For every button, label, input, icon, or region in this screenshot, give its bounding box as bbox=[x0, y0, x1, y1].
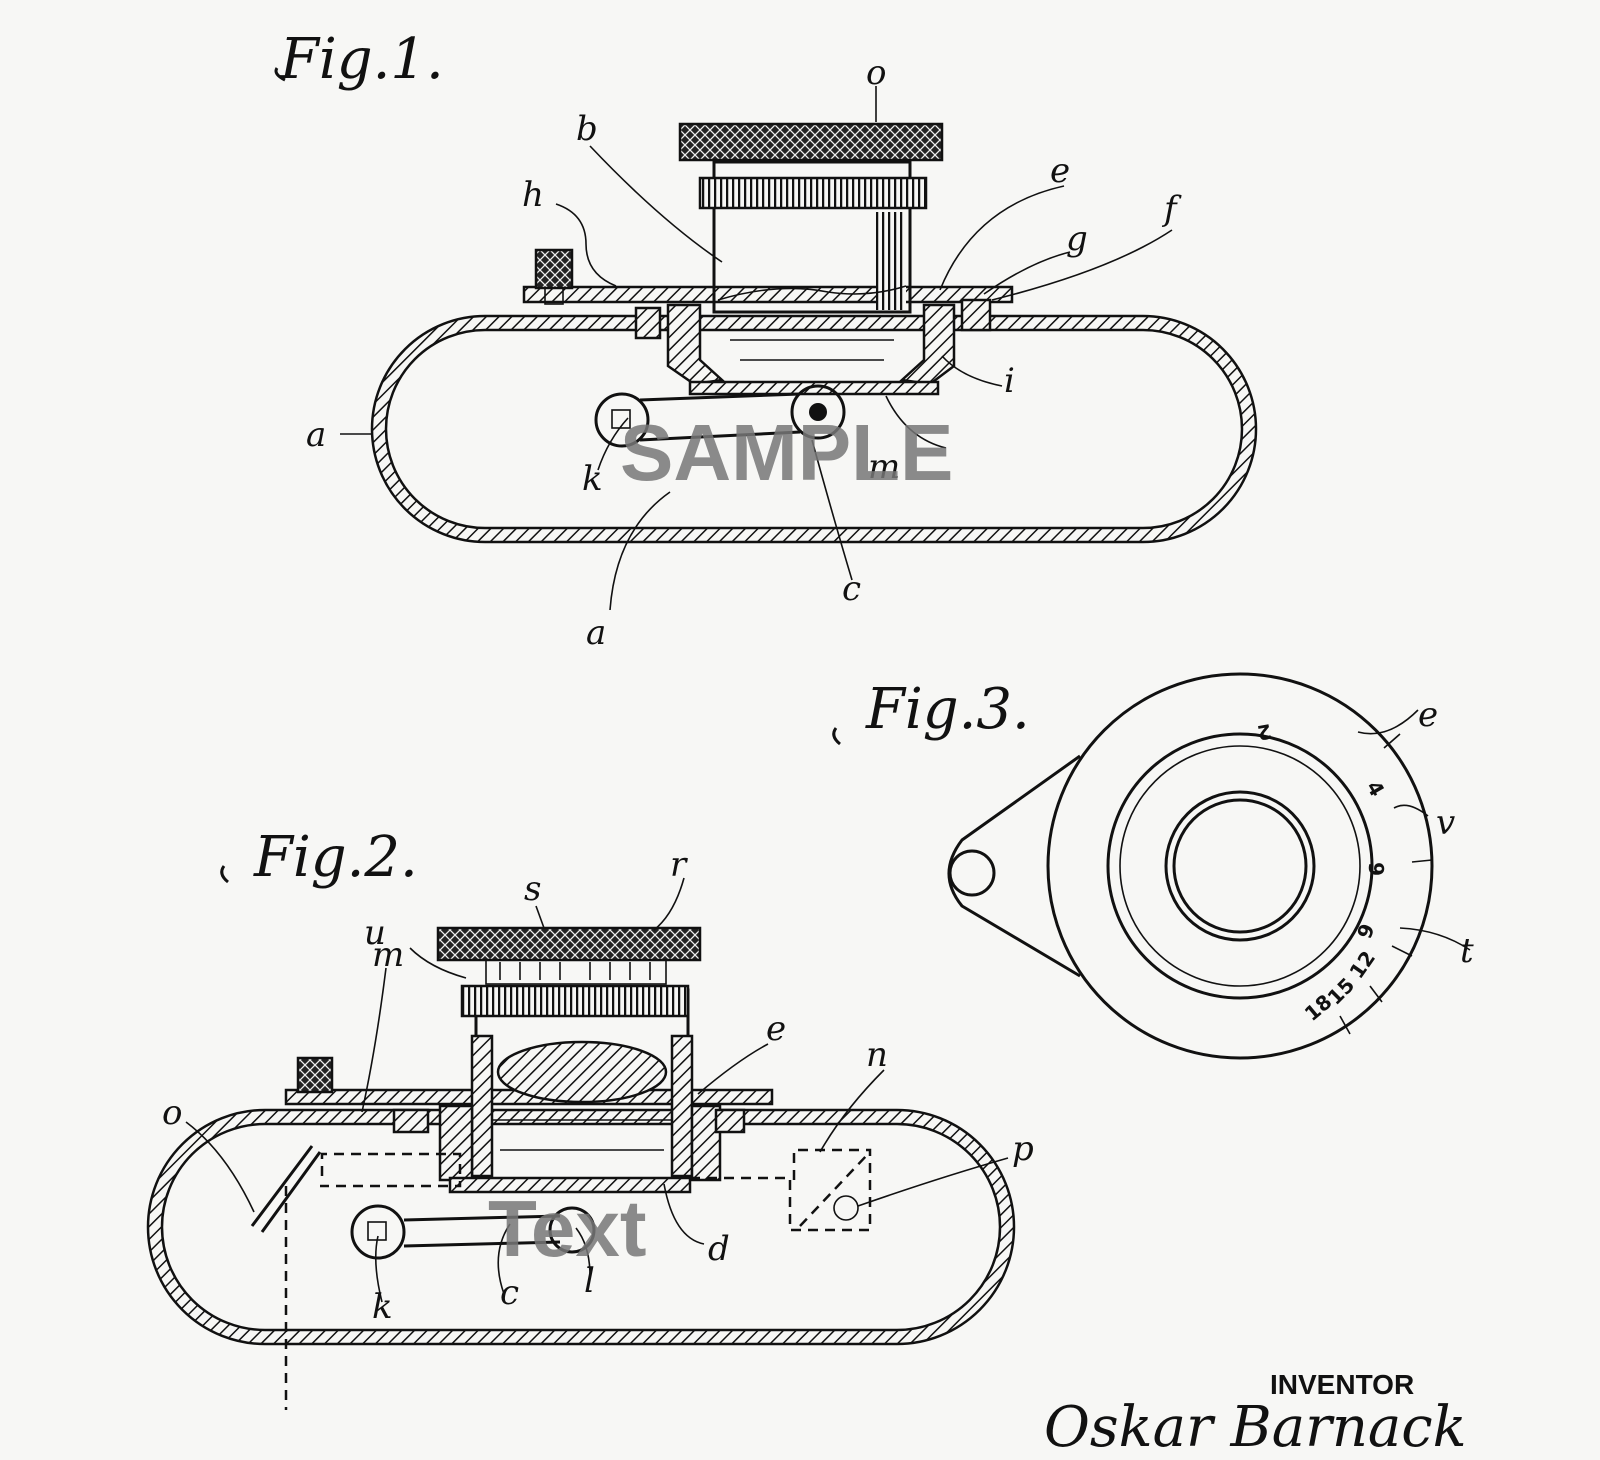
fig1-left-clamp bbox=[634, 306, 662, 340]
fig3-dial-ticks bbox=[1339, 733, 1433, 1035]
fig1-label-h: h bbox=[522, 175, 544, 215]
fig2-knurled-cap bbox=[436, 926, 702, 962]
fig1-screw-shank bbox=[544, 287, 564, 305]
fig1-camera-body bbox=[370, 314, 1258, 544]
fig1-tube-grip bbox=[876, 212, 906, 310]
fig3-label-v: v bbox=[1436, 803, 1455, 843]
fig3-mounting-hole bbox=[948, 849, 996, 897]
sample-watermark: SAMPLE bbox=[620, 408, 953, 497]
fig1-knurled-cap bbox=[678, 122, 944, 162]
fig1-label-a-bottom: a bbox=[586, 613, 606, 653]
fig2-lens-element bbox=[496, 1040, 668, 1104]
fig1-label-e: e bbox=[1050, 151, 1070, 191]
fig2-label-d: d bbox=[708, 1229, 730, 1269]
fig2-label-l: l bbox=[584, 1261, 595, 1301]
fig2-label-k: k bbox=[372, 1287, 393, 1327]
fig2-rangefinder-path bbox=[250, 1145, 872, 1410]
inventor-signature: Oskar Barnack bbox=[1044, 1395, 1467, 1460]
inventor-caption: INVENTOR bbox=[1270, 1369, 1414, 1400]
fig3-inner-ring bbox=[1119, 745, 1361, 987]
fig2-label-o: o bbox=[162, 1093, 182, 1133]
fig3-label-t: t bbox=[1460, 931, 1474, 971]
fig1-knurled-screw bbox=[534, 248, 574, 290]
fig1-label-o: o bbox=[866, 53, 886, 93]
fig1-lens-tube bbox=[712, 160, 912, 314]
figure-1-title: Fig.1. bbox=[279, 27, 444, 92]
fig1-label-i: i bbox=[1004, 361, 1015, 401]
fig2-label-e: e bbox=[766, 1009, 786, 1049]
fig2-camera-body bbox=[146, 1108, 1016, 1346]
fig3-leader-lines bbox=[1357, 709, 1471, 951]
fig1-lens-surface bbox=[717, 285, 907, 301]
fig1-label-k: k bbox=[582, 459, 603, 499]
fig1-right-clamp bbox=[960, 298, 992, 332]
fig2-label-r: r bbox=[670, 845, 688, 885]
fig2-focus-ring bbox=[460, 984, 690, 1018]
fig2-label-u: u bbox=[364, 913, 386, 953]
fig1-label-c: c bbox=[842, 569, 861, 609]
figure-3-title: Fig.3. bbox=[865, 677, 1030, 742]
fig1-leader-lines bbox=[340, 86, 1173, 611]
fig1-lever bbox=[594, 384, 846, 448]
fig2-knurled-screw bbox=[296, 1056, 334, 1094]
fig3-lens-bore-outer bbox=[1164, 790, 1316, 942]
fig1-label-b: b bbox=[576, 109, 598, 149]
figure-2-title-flourish bbox=[220, 865, 229, 884]
text-watermark: Text bbox=[488, 1184, 647, 1273]
fig3-dial-number-2: 2 bbox=[1255, 719, 1273, 745]
figure-3: Fig.3. 2 4 6 9 12 15 18 e v t bbox=[832, 672, 1474, 1060]
fig2-left-clamp bbox=[392, 1108, 430, 1134]
figure-1-title-flourish bbox=[274, 67, 286, 82]
fig2-scale-ring bbox=[485, 957, 667, 985]
fig2-label-c: c bbox=[500, 1273, 519, 1313]
fig1-label-a-left: a bbox=[306, 415, 326, 455]
fig2-label-p: p bbox=[1012, 1129, 1034, 1169]
inventor-block: INVENTOR Oskar Barnack bbox=[1044, 1369, 1467, 1460]
figure-3-title-flourish bbox=[832, 727, 841, 746]
fig2-label-m: m bbox=[372, 935, 404, 975]
fig3-lens-bore-inner bbox=[1172, 798, 1308, 934]
fig2-lens-assembly bbox=[436, 926, 722, 1194]
fig3-label-e: e bbox=[1418, 695, 1438, 735]
fig1-focus-ring bbox=[698, 176, 928, 210]
fig2-leader-lines bbox=[185, 877, 1009, 1303]
fig1-lens-mount bbox=[666, 303, 956, 396]
figure-2: Fig.2. bbox=[146, 825, 1034, 1410]
fig3-dial-number-4: 4 bbox=[1362, 777, 1390, 801]
fig1-label-f: f bbox=[1161, 189, 1182, 229]
fig3-outer-ring bbox=[1106, 732, 1374, 1000]
fig1-label-m: m bbox=[868, 447, 900, 487]
fig1-label-g: g bbox=[1066, 219, 1088, 259]
fig2-label-n: n bbox=[866, 1035, 888, 1075]
fig2-label-s: s bbox=[524, 869, 541, 909]
figure-2-title: Fig.2. bbox=[253, 825, 418, 890]
fig3-dial-number-12: 12 bbox=[1344, 946, 1380, 983]
fig3-dial-plate bbox=[947, 672, 1434, 1060]
figure-1: Fig.1. bbox=[274, 27, 1258, 653]
fig3-dial-number-9: 9 bbox=[1352, 920, 1379, 941]
fig2-lever bbox=[350, 1204, 596, 1260]
fig2-right-clamp bbox=[714, 1108, 746, 1134]
fig3-dial-number-6: 6 bbox=[1365, 862, 1389, 876]
